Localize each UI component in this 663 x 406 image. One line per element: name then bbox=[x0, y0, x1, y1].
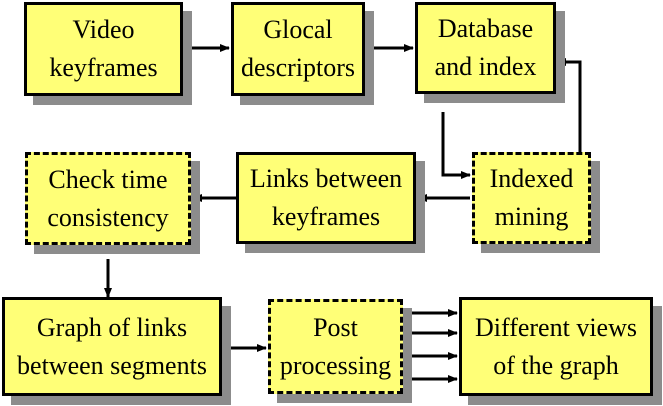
node-video-keyframes-label: Video keyframes bbox=[49, 15, 158, 82]
node-video-keyframes: Video keyframes bbox=[24, 2, 183, 96]
node-graph-of-links-label: Graph of links between segments bbox=[17, 312, 207, 380]
arrow-mining-to-database bbox=[556, 58, 582, 152]
arrow-database-to-mining bbox=[441, 112, 471, 179]
node-glocal-descriptors: Glocal descriptors bbox=[231, 2, 365, 96]
node-database-index: Database and index bbox=[415, 2, 556, 94]
node-indexed-mining: Indexed mining bbox=[472, 152, 591, 244]
node-check-time-consistency-label: Check time consistency bbox=[47, 164, 169, 232]
node-post-processing: Post processing bbox=[268, 299, 403, 394]
node-links-between-keyframes-label: Links between keyframes bbox=[249, 164, 403, 231]
node-links-between-keyframes: Links between keyframes bbox=[236, 152, 416, 244]
node-graph-of-links: Graph of links between segments bbox=[2, 297, 222, 396]
node-indexed-mining-label: Indexed mining bbox=[489, 164, 574, 231]
node-database-index-label: Database and index bbox=[434, 14, 537, 81]
node-different-views: Different views of the graph bbox=[459, 297, 653, 396]
node-post-processing-label: Post processing bbox=[279, 312, 392, 380]
node-different-views-label: Different views of the graph bbox=[475, 312, 637, 380]
node-check-time-consistency: Check time consistency bbox=[25, 152, 191, 245]
node-glocal-descriptors-label: Glocal descriptors bbox=[240, 15, 356, 82]
